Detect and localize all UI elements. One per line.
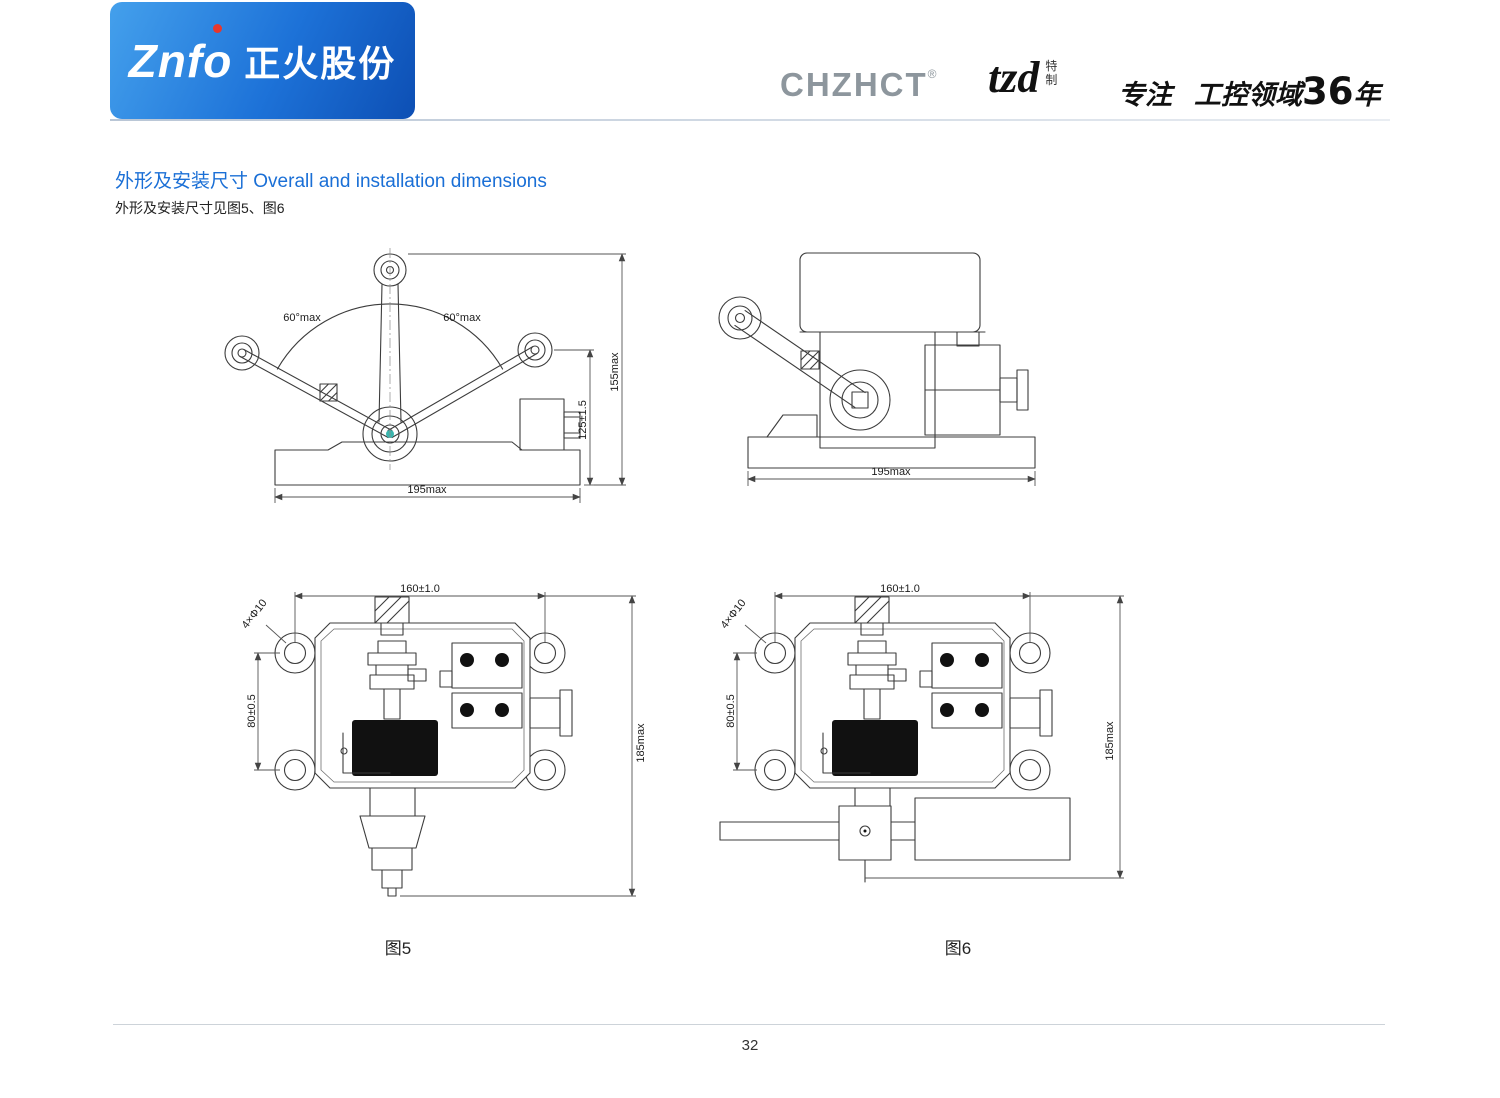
- dim-155: 155max: [609, 352, 621, 392]
- dim-angle-right: 60°max: [443, 312, 481, 324]
- front-view-outline: [224, 253, 581, 486]
- dim-holes-fig5: 4×Φ10: [240, 597, 270, 631]
- dim-195-front: 195max: [407, 484, 447, 496]
- fig6-drawing: 160±1.0 185max 80±0.5 4×Φ10: [719, 583, 1124, 883]
- dim-125: 125±1.5: [577, 400, 589, 440]
- company-tagline: 专注 工控领域 36 年: [1118, 70, 1381, 113]
- tzd-logo-text: tzd: [988, 53, 1040, 102]
- brand-tzd: tzd 特制: [988, 52, 1060, 103]
- front-view-drawing: 60°max 60°max 125±1.5 155max 195max: [224, 248, 626, 503]
- fig5-caption: 图5: [384, 939, 412, 958]
- dim-80-fig5: 80±0.5: [246, 694, 258, 728]
- side-view-outline: [718, 252, 1036, 469]
- dim-160-fig6: 160±1.0: [880, 583, 920, 595]
- section-subtitle: 外形及安装尺寸见图5、图6: [115, 200, 285, 216]
- tzd-tag-text: 特制: [1045, 59, 1058, 87]
- dim-195-side: 195max: [871, 466, 911, 478]
- dim-holes-fig6: 4×Φ10: [719, 597, 749, 631]
- header-divider: [110, 119, 1390, 121]
- fig5-outline: [274, 596, 573, 897]
- fig5-dimension-lines: [254, 592, 636, 897]
- dim-angle-left: 60°max: [283, 312, 321, 324]
- tagline-number: 36: [1302, 70, 1354, 113]
- side-view-dimension-lines: [747, 471, 1036, 486]
- tagline-middle: 工控领域: [1194, 80, 1302, 110]
- logo-chinese-text: 正火股份: [244, 42, 397, 84]
- fig6-caption: 图6: [944, 939, 972, 958]
- section-title: 外形及安装尺寸 Overall and installation dimensi…: [115, 171, 547, 192]
- logo-flame-dot-icon: [213, 24, 222, 33]
- side-view-drawing: 195max: [718, 252, 1036, 486]
- logo-latin-text: Znfo: [128, 34, 233, 87]
- registered-mark: ®: [927, 67, 939, 81]
- tagline-prefix: 专注: [1118, 80, 1172, 110]
- page-number: 32: [741, 1037, 759, 1054]
- brand-chzhct: CHZHCT®: [780, 66, 939, 104]
- dim-160-fig5: 160±1.0: [400, 583, 440, 595]
- footer-divider: [113, 1024, 1385, 1025]
- brand-name: CHZHCT: [780, 66, 928, 103]
- company-logo-banner: Znfo 正火股份: [110, 2, 415, 119]
- dim-185-fig5: 185max: [635, 723, 647, 763]
- fig6-dimension-lines: [733, 592, 1124, 879]
- dim-80-fig6: 80±0.5: [725, 694, 737, 728]
- fig6-outline: [719, 596, 1071, 883]
- dim-185-fig6: 185max: [1104, 721, 1116, 761]
- front-view-dimension-lines: [274, 253, 626, 503]
- fig5-drawing: 160±1.0 185max 80±0.5 4×Φ10: [240, 583, 647, 897]
- tagline-suffix: 年: [1353, 80, 1381, 110]
